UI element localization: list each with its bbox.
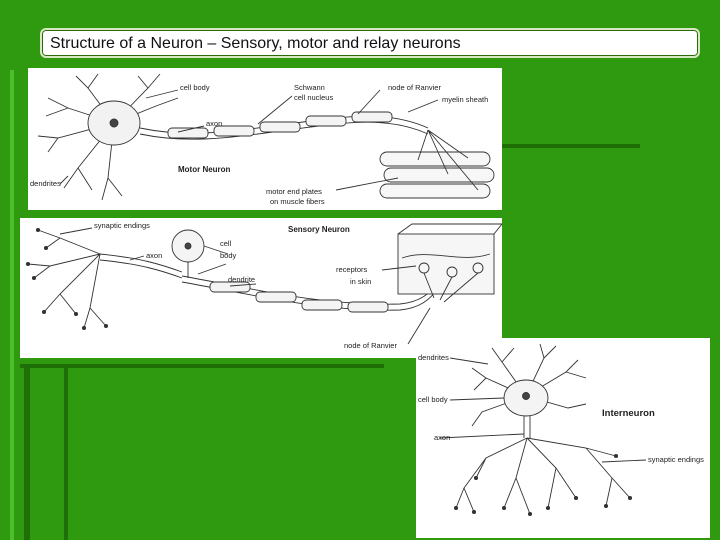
label-end-plates: motor end plates: [266, 187, 322, 196]
interneuron-diagram: dendrites cell body Interneuron axon syn…: [416, 338, 710, 538]
label-receptors: receptors: [336, 265, 368, 274]
label-dendrites: dendrites: [418, 353, 449, 362]
label-dendrites: dendrites: [30, 179, 61, 188]
label-muscle-fibers: on muscle fibers: [270, 197, 325, 206]
label-cell-body: cell body: [180, 83, 210, 92]
label-schwann-nucleus: cell nucleus: [294, 93, 333, 102]
label-node-ranvier: node of Ranvier: [344, 341, 397, 350]
sensory-neuron-title: Sensory Neuron: [288, 225, 350, 234]
label-myelin: myelin sheath: [442, 95, 488, 104]
label-in-skin: in skin: [350, 277, 371, 286]
motor-neuron-title: Motor Neuron: [178, 165, 231, 174]
sensory-neuron-diagram: synaptic endings Sensory Neuron axon cel…: [20, 218, 502, 358]
label-cell-body: cell body: [418, 395, 448, 404]
label-dendrite: dendrite: [228, 275, 255, 284]
label-synaptic-endings: synaptic endings: [648, 455, 704, 464]
slide-title: Structure of a Neuron – Sensory, motor a…: [40, 28, 700, 58]
label-node-ranvier: node of Ranvier: [388, 83, 441, 92]
label-cell: cell: [220, 239, 232, 248]
label-axon: axon: [206, 119, 222, 128]
label-schwann: Schwann: [294, 83, 325, 92]
motor-neuron-diagram: cell body Schwann cell nucleus node of R…: [28, 68, 502, 210]
label-axon: axon: [434, 433, 450, 442]
label-synaptic-endings: synaptic endings: [94, 221, 150, 230]
label-axon: axon: [146, 251, 162, 260]
label-body: body: [220, 251, 237, 260]
interneuron-title: Interneuron: [602, 408, 655, 419]
